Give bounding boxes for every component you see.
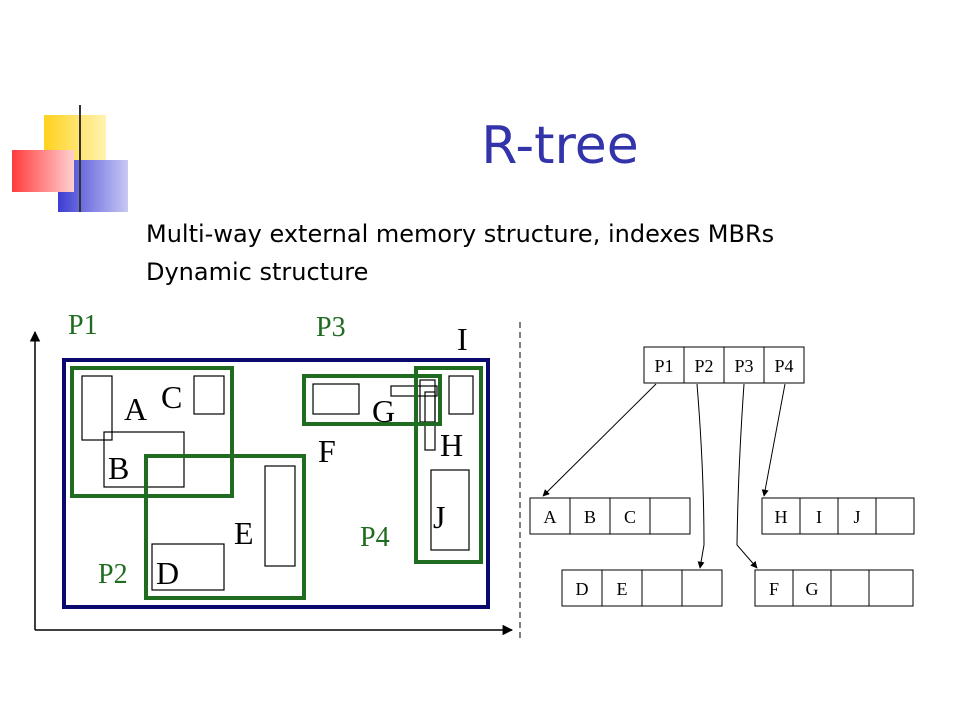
leaf-node-p2: D E: [561, 569, 723, 607]
root-cell: [763, 346, 805, 384]
leaf-entry: G: [806, 579, 819, 599]
leaf-entry: B: [584, 507, 596, 527]
leaf-cell: [641, 569, 683, 607]
leaf-cell: [681, 569, 723, 607]
object-rect-e: [264, 465, 296, 567]
leaf-cell: [754, 569, 794, 607]
root-cell: [643, 346, 685, 384]
object-rect-i: [424, 391, 436, 451]
leaf-entry: E: [617, 579, 628, 599]
leaf-cell: [868, 569, 914, 607]
leaf-cell: [609, 497, 651, 535]
object-label-f: F: [318, 433, 336, 469]
leaf-cell: [875, 497, 915, 535]
leaf-cell: [561, 569, 603, 607]
object-label-i: I: [457, 321, 468, 357]
leaf-cell: [529, 497, 571, 535]
deco-red-square: [12, 150, 74, 192]
object-rect-c: [193, 375, 225, 415]
bullet-line-2: Dynamic structure: [146, 258, 369, 286]
pointer-p4-to-leaf: [761, 383, 786, 497]
group-label-p1: P1: [68, 310, 98, 341]
root-cell: [683, 346, 725, 384]
object-label-a: A: [124, 391, 147, 427]
leaf-entry: D: [576, 579, 589, 599]
object-rect-h: [448, 375, 474, 415]
pointer-p2-to-leaf: [696, 383, 705, 569]
leaf-cell: [792, 569, 832, 607]
group-mbr-p3: [302, 374, 442, 426]
root-cell: [723, 346, 765, 384]
slide-title: R-tree: [481, 116, 639, 176]
group-label-p4: P4: [360, 522, 390, 553]
object-label-b: B: [108, 450, 129, 486]
object-rect-d: [151, 543, 225, 591]
group-mbr-p4: [414, 366, 483, 564]
object-label-c: C: [161, 379, 182, 415]
leaf-entry: F: [769, 579, 779, 599]
group-mbr-p1: [70, 366, 234, 498]
leaf-node-p4: H I J: [761, 497, 915, 535]
leaf-node-p3: F G: [754, 569, 914, 607]
leaf-node-p1: A B C: [529, 497, 691, 535]
leaf-entry: I: [816, 507, 822, 527]
pointer-p1-to-leaf: [542, 383, 657, 497]
root-entry: P4: [774, 356, 793, 376]
object-label-e: E: [234, 515, 254, 551]
root-node: P1 P2 P3 P4: [643, 346, 805, 384]
leaf-entry: A: [544, 507, 557, 527]
object-label-g: G: [372, 393, 395, 429]
group-label-p3: P3: [316, 312, 346, 343]
leaf-entry: C: [624, 507, 636, 527]
leaf-cell: [837, 497, 877, 535]
group-mbr-p2: [144, 454, 306, 600]
object-label-h: H: [440, 427, 463, 463]
bullet-line-1: Multi-way external memory structure, ind…: [146, 220, 775, 248]
leaf-cell: [601, 569, 643, 607]
leaf-cell: [799, 497, 839, 535]
object-label-j: J: [433, 499, 445, 535]
leaf-entry: J: [853, 507, 860, 527]
root-entry: P3: [734, 356, 753, 376]
root-entry: P1: [654, 356, 673, 376]
group-label-p2: P2: [98, 559, 128, 590]
root-entry: P2: [694, 356, 713, 376]
leaf-cell: [830, 569, 870, 607]
object-rect-a: [81, 375, 113, 441]
object-rect-f: [312, 383, 360, 415]
leaf-cell: [649, 497, 691, 535]
object-rect-j: [430, 469, 470, 551]
object-label-d: D: [156, 555, 179, 591]
leaf-entry: H: [775, 507, 788, 527]
outer-mbr: [62, 358, 490, 609]
leaf-cell: [761, 497, 801, 535]
pointer-p3-to-leaf: [736, 383, 758, 569]
